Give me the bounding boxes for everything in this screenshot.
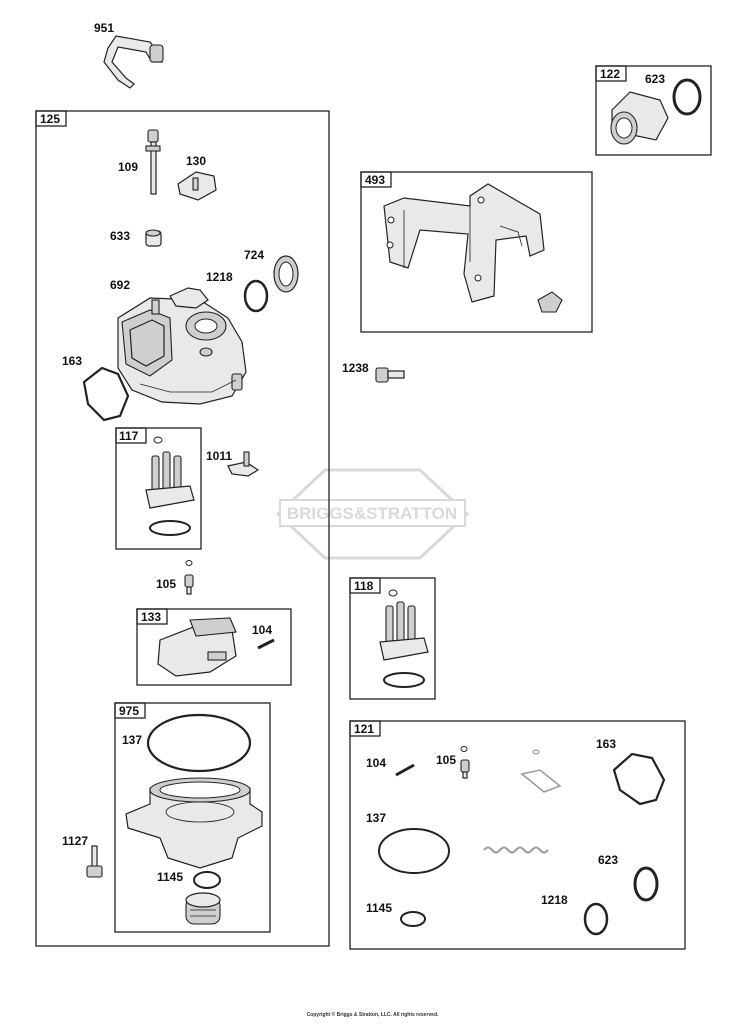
label-109: 109 — [118, 160, 138, 174]
part-121-spring — [483, 846, 549, 854]
kit-975-box — [114, 702, 271, 933]
label-105-b: 105 — [436, 753, 456, 767]
label-1011: 1011 — [206, 449, 232, 463]
part-105-o-ring-a — [185, 560, 193, 566]
kit-133-tag: 133 — [141, 610, 161, 624]
label-724: 724 — [244, 248, 264, 262]
label-163-b: 163 — [596, 737, 616, 751]
part-109-throttle-shaft — [145, 129, 161, 195]
label-137-b: 137 — [366, 811, 386, 825]
copyright-notice: Copyright © Briggs & Stratton, LLC. All … — [306, 1012, 439, 1018]
kit-121-tag-box — [349, 720, 381, 737]
kit-125-tag-box — [35, 110, 67, 127]
part-133-float — [157, 617, 237, 677]
part-623-gasket-b — [633, 866, 659, 902]
label-623-a: 623 — [645, 72, 665, 86]
label-104-b: 104 — [366, 756, 386, 770]
kit-122-box — [595, 65, 712, 156]
kit-125-tag: 125 — [40, 112, 60, 126]
label-1218-b: 1218 — [541, 893, 568, 907]
part-117-valve-assembly — [145, 436, 195, 536]
label-1218-a: 1218 — [206, 270, 233, 284]
kit-493-tag: 493 — [365, 173, 385, 187]
label-105-a: 105 — [156, 577, 176, 591]
label-623-b: 623 — [598, 853, 618, 867]
part-130-plate — [177, 171, 217, 201]
part-105-o-ring-b — [460, 746, 468, 752]
kit-122-tag: 122 — [600, 67, 620, 81]
part-163-gasket-a — [82, 366, 130, 422]
part-724-gasket — [273, 255, 299, 293]
kit-133-tag-box — [136, 608, 168, 625]
part-633-spacer — [145, 229, 162, 247]
kit-121-tag: 121 — [354, 722, 374, 736]
label-692: 692 — [110, 278, 130, 292]
part-104-pin-a — [257, 638, 275, 650]
label-104-a: 104 — [252, 623, 272, 637]
part-1218-o-ring-b — [583, 902, 609, 936]
label-137-a: 137 — [122, 733, 142, 747]
label-633: 633 — [110, 229, 130, 243]
kit-117-tag-box — [115, 427, 147, 444]
part-122-manifold-drawing — [610, 91, 669, 145]
part-104-pin-b — [395, 763, 415, 777]
kit-493-box — [360, 171, 593, 333]
label-1238: 1238 — [342, 361, 369, 375]
part-493-bracket — [383, 183, 563, 313]
part-137-o-ring-b — [378, 828, 450, 874]
part-1011-lever — [227, 451, 260, 477]
kit-133-box — [136, 608, 292, 686]
label-1145-a: 1145 — [157, 870, 183, 884]
watermark-text: BRIGGS&STRATTON — [287, 504, 457, 523]
part-951-drawing — [103, 35, 164, 89]
part-1238-bolt — [375, 367, 405, 383]
part-105-needle-b — [460, 759, 470, 779]
kit-117-box — [115, 427, 202, 550]
kit-118-tag-box — [349, 577, 381, 594]
part-137-o-ring-a — [146, 713, 252, 773]
label-1127: 1127 — [62, 834, 88, 848]
part-1127-bolt — [86, 845, 103, 878]
part-1145-gasket-b — [400, 911, 426, 927]
part-1218-o-ring-a — [243, 279, 269, 313]
part-975-drain-plug — [185, 892, 221, 925]
kit-117-tag: 117 — [119, 429, 139, 443]
part-carburetor-body — [117, 287, 247, 405]
label-163-a: 163 — [62, 354, 82, 368]
label-1145-b: 1145 — [366, 901, 392, 915]
part-975-float-bowl — [125, 777, 263, 869]
kit-975-tag: 975 — [119, 704, 139, 718]
part-118-valve-assembly — [379, 589, 429, 688]
kit-975-tag-box — [114, 702, 146, 719]
label-951: 951 — [94, 21, 114, 35]
part-1145-gasket-a — [193, 871, 221, 889]
briggs-stratton-watermark: BRIGGS&STRATTON — [275, 468, 470, 560]
kit-118-box — [349, 577, 436, 700]
part-105-needle-a — [184, 574, 194, 595]
part-163-gasket-b — [612, 752, 666, 806]
kit-493-tag-box — [360, 171, 392, 188]
kit-125-box — [35, 110, 330, 947]
kit-121-box — [349, 720, 686, 950]
kit-118-tag: 118 — [354, 579, 374, 593]
label-130: 130 — [186, 154, 206, 168]
kit-122-tag-box — [595, 65, 627, 82]
part-623-gasket-a — [672, 78, 702, 116]
part-121-small-gasket — [520, 749, 562, 793]
